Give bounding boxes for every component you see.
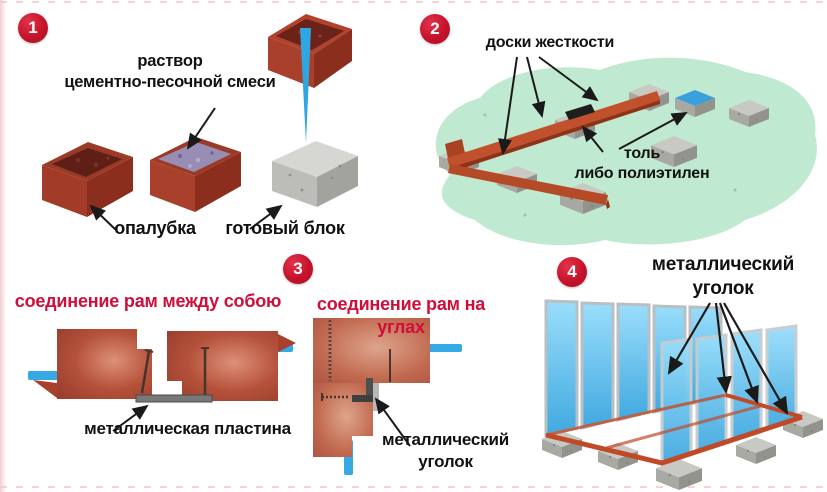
felt-arrow-1 bbox=[581, 125, 604, 153]
ground-blob bbox=[435, 57, 817, 246]
metal-plate-arrow bbox=[112, 404, 149, 432]
finished-concrete-block bbox=[272, 141, 358, 207]
demold-arrow bbox=[300, 28, 311, 143]
frames-joint-heading: соединение рам между собою bbox=[14, 291, 282, 311]
step3-badge: 3 bbox=[283, 254, 313, 284]
mortar-pointer-arrow bbox=[186, 107, 216, 150]
felt-arrow-2 bbox=[618, 112, 688, 150]
finished-block-label: готовый блок bbox=[225, 218, 345, 238]
page-edge-left bbox=[0, 0, 6, 492]
page-edge-top bbox=[0, 1, 827, 3]
frames-corner-joint bbox=[313, 318, 462, 475]
formwork-box-with-mortar bbox=[150, 137, 241, 212]
polyethylene-block bbox=[675, 90, 715, 117]
felt-label: толь либо полиэтилен bbox=[574, 145, 710, 183]
frames-butt-joint bbox=[28, 329, 296, 432]
step4-illustration bbox=[542, 299, 823, 491]
stiffening-boards-label: доски жесткости bbox=[485, 34, 615, 51]
metal-angle-arrow bbox=[374, 397, 411, 447]
metal-plate bbox=[135, 394, 213, 403]
page-edge-bottom bbox=[0, 486, 827, 488]
base-rails bbox=[545, 393, 803, 466]
step2-illustration bbox=[435, 56, 817, 246]
step1-illustration bbox=[42, 14, 358, 231]
formwork-label: опалубка bbox=[114, 218, 196, 238]
metal-angle-label-step4: металлический уголок bbox=[651, 254, 795, 300]
metal-angle-label: металлический уголок bbox=[381, 430, 509, 471]
corner-joint-heading: соединение рам на углах bbox=[316, 294, 486, 338]
mortar-label: раствор цементно-песочной смеси bbox=[64, 52, 276, 92]
boards-arrow-3 bbox=[538, 56, 599, 102]
angle-arrows bbox=[667, 302, 789, 415]
step4-badge: 4 bbox=[557, 257, 587, 287]
formwork-box-empty bbox=[42, 142, 133, 217]
step3-illustration bbox=[28, 318, 462, 475]
felt-patch bbox=[565, 104, 595, 120]
step1-badge: 1 bbox=[18, 13, 48, 43]
boards-arrow-1 bbox=[498, 56, 518, 155]
foundation-block bbox=[736, 437, 776, 464]
metal-angle bbox=[352, 378, 373, 402]
metal-plate-label: металлическая пластина bbox=[84, 419, 291, 438]
step2-badge: 2 bbox=[420, 14, 450, 44]
block-pointer-arrow bbox=[249, 204, 283, 230]
boards-arrow-2 bbox=[526, 56, 546, 118]
formwork-pointer-arrow bbox=[89, 204, 117, 231]
